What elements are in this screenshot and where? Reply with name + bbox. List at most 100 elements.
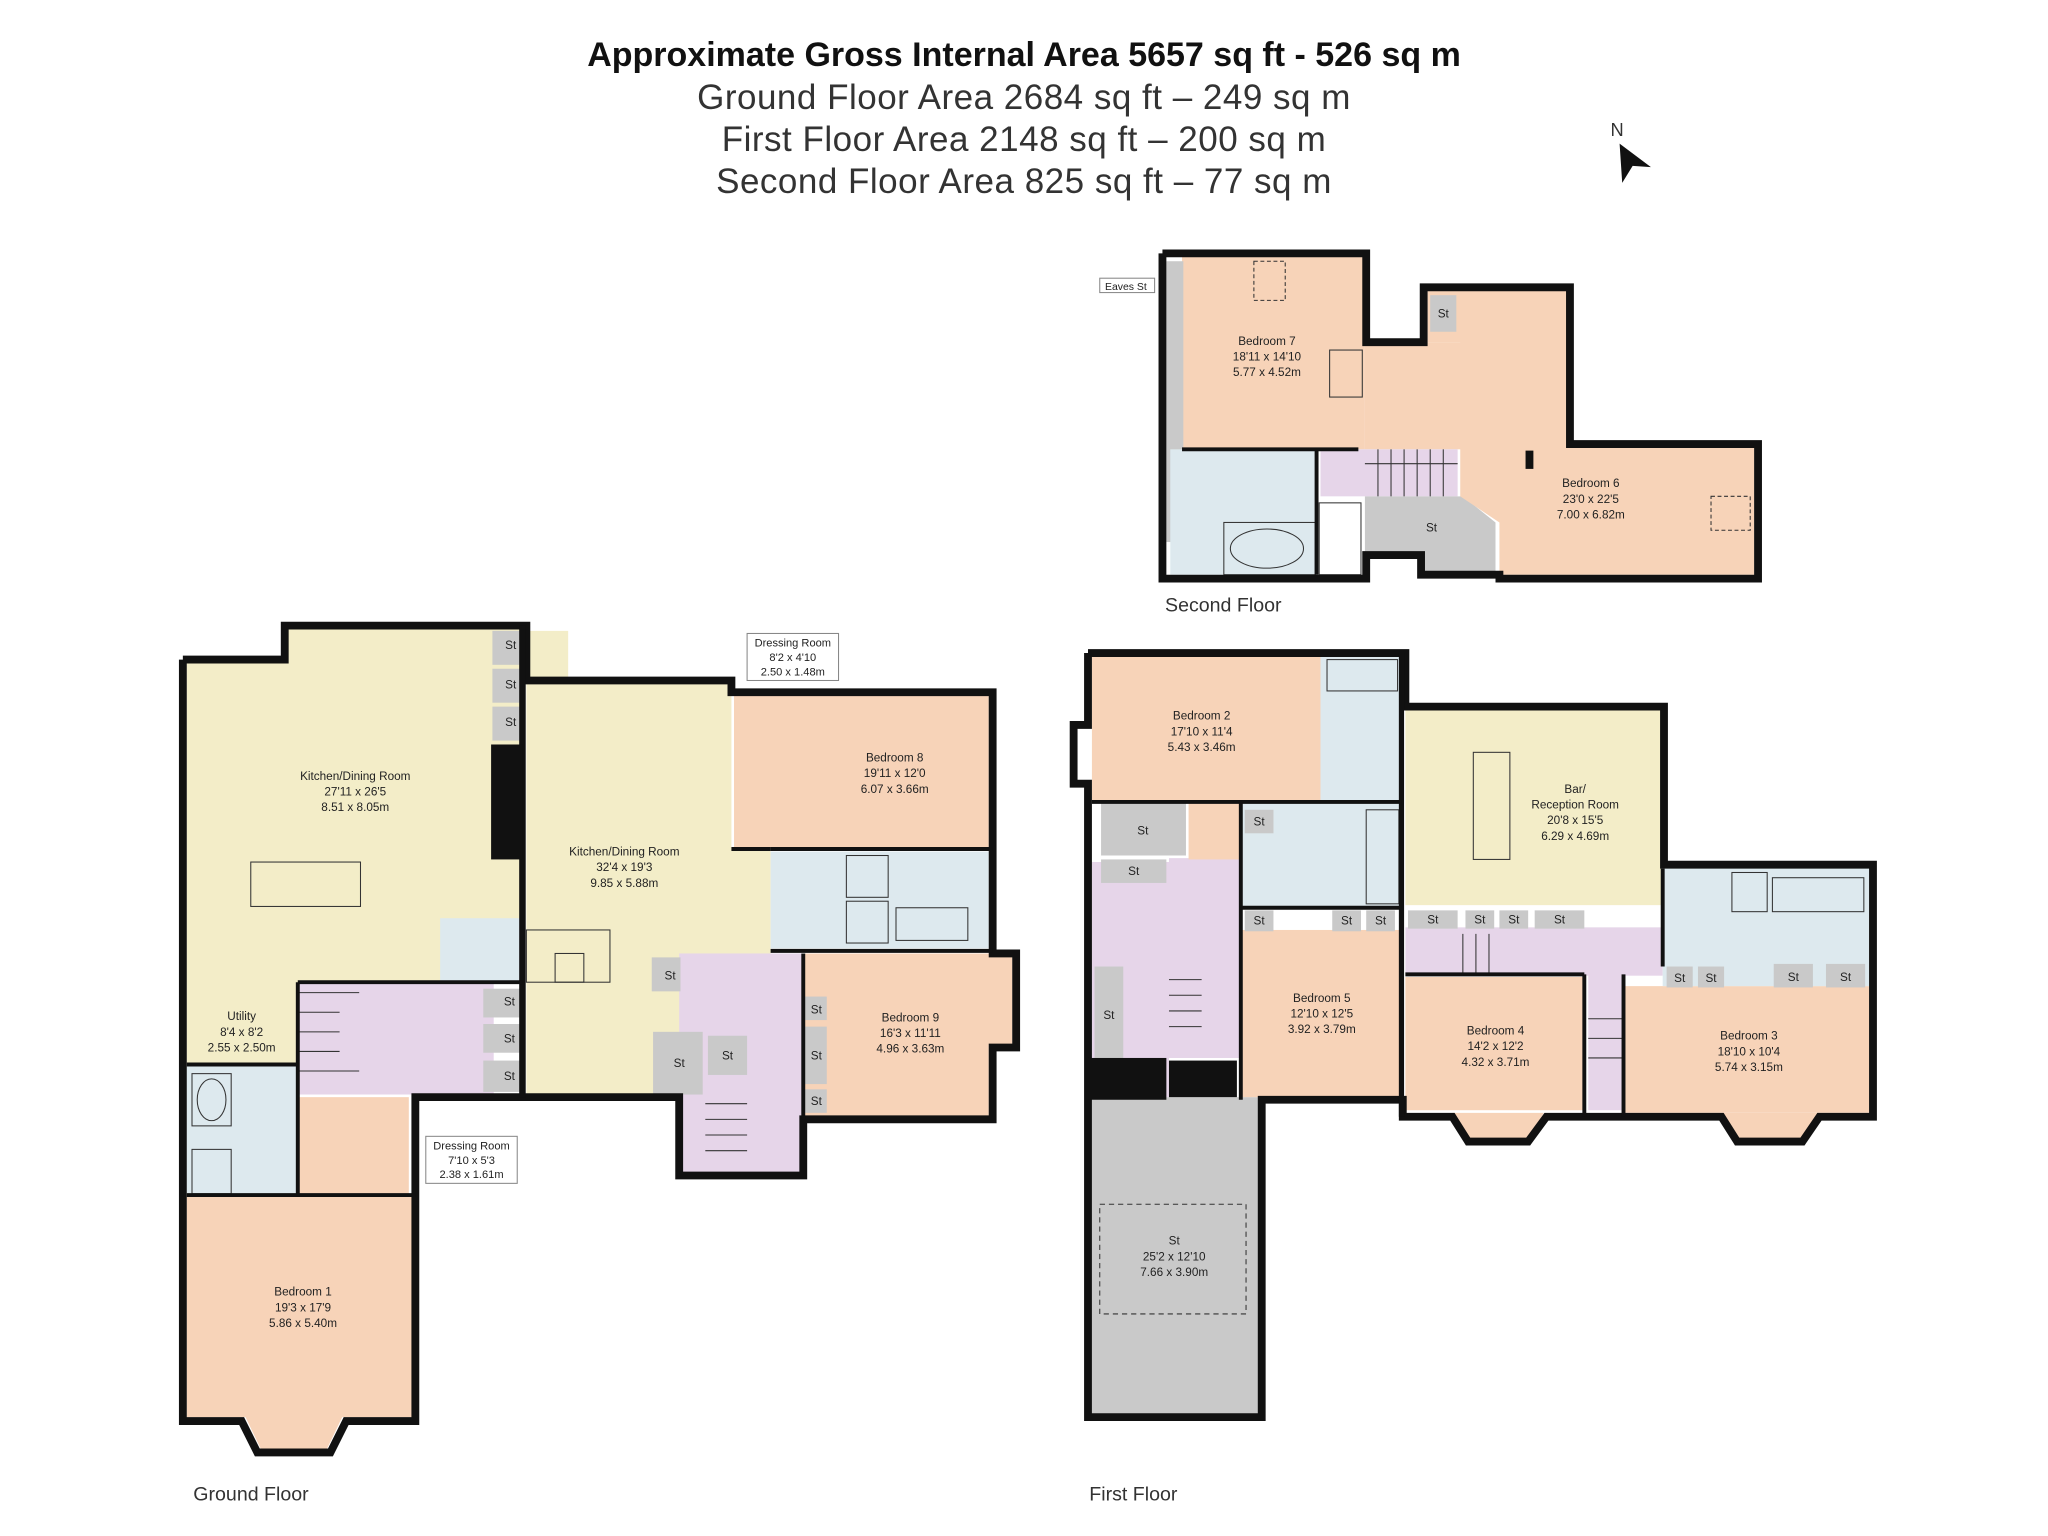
second-floor-storage	[1364, 496, 1496, 575]
storage-label: St	[1840, 971, 1852, 984]
bedroom-1	[186, 1195, 416, 1450]
room-label: 5.77 x 4.52m	[1233, 366, 1301, 379]
storage-label: St	[1426, 522, 1438, 535]
first-floor-landing	[1091, 858, 1241, 1098]
room-label: Bedroom 4	[1467, 1024, 1525, 1037]
room-label: 25'2 x 12'10	[1143, 1250, 1206, 1263]
bedroom-4	[1405, 976, 1585, 1111]
storage-label: St	[1254, 915, 1266, 928]
storage-label: St	[1375, 915, 1387, 928]
room-label: Dressing Room	[433, 1140, 509, 1152]
room-label: 16'3 x 11'11	[880, 1027, 941, 1040]
eaves-storage-tag	[1099, 277, 1156, 294]
storage-label: St	[504, 996, 516, 1009]
room-label: Reception Room	[1531, 798, 1619, 811]
wc	[440, 918, 523, 984]
room-label: 17'10 x 11'4	[1171, 725, 1233, 738]
room-label: Bedroom 9	[882, 1011, 939, 1024]
storage-label: St	[1427, 913, 1439, 926]
room-label: 12'10 x 12'5	[1290, 1007, 1353, 1020]
storage-label: St	[1788, 971, 1800, 984]
room-label: Bedroom 2	[1173, 710, 1230, 723]
room-label: 7.00 x 6.82m	[1557, 509, 1625, 522]
svg-text:Bedroom 119'3 x 17'95.86 x 5.4: Bedroom 1 19'3 x 17'9 5.86 x 5.40m	[269, 1286, 337, 1330]
storage-label: St	[1169, 1235, 1181, 1248]
bar-reception-room	[1405, 709, 1662, 906]
room-label: 19'3 x 17'9	[275, 1301, 331, 1314]
storage-label: St	[505, 716, 517, 729]
room-label: 4.32 x 3.71m	[1462, 1056, 1530, 1069]
storage-label: St	[811, 1095, 823, 1108]
bedroom-3	[1623, 986, 1870, 1113]
dressing-room-lower	[297, 1097, 409, 1196]
bedroom-6	[1427, 289, 1755, 575]
storage-label: St	[722, 1049, 734, 1062]
room-label: Bedroom 7	[1238, 335, 1295, 348]
bedroom-2	[1091, 655, 1321, 802]
ground-floor-plan: Kitchen/Dining Room 27'11 x 26'5 8.51 x 8.…	[178, 621, 1021, 1506]
svg-text:Bedroom 217'10 x 11'45.43 x 3.: Bedroom 217'10 x 11'45.43 x 3.46m	[1168, 710, 1236, 754]
room-label: Bedroom 1	[274, 1286, 331, 1299]
bedroom-7	[1182, 256, 1365, 450]
bedroom-2-ensuite	[1320, 655, 1402, 802]
north-arrow-icon: N	[1610, 119, 1651, 183]
second-floor-landing	[1364, 342, 1463, 450]
room-label: 6.29 x 4.69m	[1541, 830, 1609, 843]
room-label: 8.51 x 8.05m	[321, 801, 389, 814]
room-label: 14'2 x 12'2	[1467, 1040, 1523, 1053]
room-label: Bedroom 6	[1562, 477, 1620, 490]
svg-text:Bedroom 718'11 x 14'105.77 x 4: Bedroom 7 18'11 x 14'10 5.77 x 4.52m	[1233, 335, 1302, 379]
room-label: Kitchen/Dining Room	[300, 770, 411, 783]
storage-label: St	[811, 1049, 823, 1062]
first-floor-label: First Floor	[1089, 1484, 1178, 1506]
svg-text:Bedroom 623'0 x 22'57.00 x 6.8: Bedroom 6 23'0 x 22'5 7.00 x 6.82m	[1557, 477, 1625, 521]
dressing-room-upper	[734, 696, 797, 799]
room-label: N	[1610, 119, 1623, 140]
storage-label: St	[811, 1004, 823, 1017]
room-label: 18'11 x 14'10	[1233, 350, 1302, 363]
storage-label: St	[1474, 913, 1486, 926]
storage-label: St	[504, 1070, 516, 1083]
room-label: 4.96 x 3.63m	[876, 1043, 944, 1056]
room-label: Utility	[227, 1010, 256, 1023]
room-label: 8'4 x 8'2	[220, 1026, 263, 1039]
ensuite-bathroom	[186, 1064, 298, 1196]
room-label: 20'8 x 15'5	[1547, 814, 1604, 827]
room-label: 7.66 x 3.90m	[1140, 1266, 1208, 1279]
storage	[1430, 295, 1457, 332]
room-label: 5.86 x 5.40m	[269, 1317, 337, 1330]
room-label: 7'10 x 5'3	[448, 1155, 495, 1167]
first-floor-corridor	[1405, 927, 1663, 976]
storage-label: St	[505, 639, 517, 652]
svg-text:Bedroom 819'11 x 12'06.07 x 3.: Bedroom 819'11 x 12'06.07 x 3.66m	[861, 751, 929, 795]
dressing-room-tag-2	[425, 1135, 518, 1184]
room-label: 5.74 x 3.15m	[1715, 1061, 1783, 1074]
room-label: 6.07 x 3.66m	[861, 783, 929, 796]
second-floor-label: Second Floor	[1165, 594, 1282, 616]
storage-label: St	[664, 970, 676, 983]
room-label: 2.55 x 2.50m	[208, 1041, 276, 1054]
storage-label: St	[1341, 915, 1353, 928]
storage-label: St	[1254, 815, 1266, 828]
second-floor-area: Second Floor Area 825 sq ft – 77 sq m	[716, 162, 1332, 201]
ground-floor-bathroom	[770, 851, 989, 949]
storage-label: St	[1137, 825, 1149, 838]
first-floor-area: First Floor Area 2148 sq ft – 200 sq m	[721, 120, 1327, 159]
room-label: 23'0 x 22'5	[1563, 493, 1620, 506]
dressing-room-tag	[746, 632, 840, 682]
room-label: 27'11 x 26'5	[324, 785, 386, 798]
room-label: Bedroom 5	[1293, 992, 1351, 1005]
storage-label: St	[674, 1057, 686, 1070]
room-label: Bar/	[1564, 783, 1586, 796]
storage-label: St	[1128, 865, 1140, 878]
room-label: Kitchen/Dining Room	[569, 846, 680, 859]
garage-storage	[1091, 1097, 1260, 1415]
first-floor-stairs	[1588, 973, 1623, 1111]
